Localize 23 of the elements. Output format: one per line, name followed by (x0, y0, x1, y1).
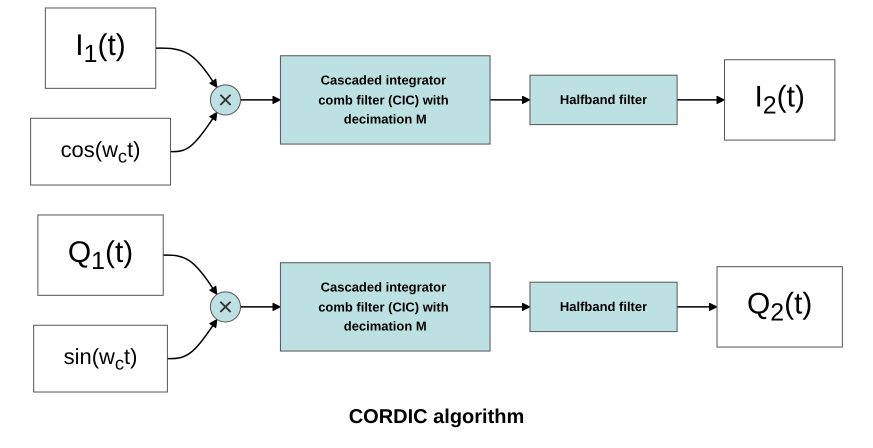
arrow (240, 302, 281, 312)
arrow (163, 254, 218, 295)
arrow (490, 96, 530, 104)
arrow (170, 112, 218, 152)
arrow (167, 318, 218, 360)
arrow (156, 47, 218, 88)
node-box: I$_{2}$(t) (724, 59, 836, 141)
node-box: Q$_{2}$(t) (716, 266, 843, 348)
arrow (490, 302, 530, 312)
arrow (677, 302, 718, 312)
arrow (240, 96, 281, 104)
node-box: Halfband filter (529, 282, 678, 332)
node-box: Cascaded integrator comb filter (CIC) with decimation M (280, 55, 491, 145)
node-box: cos(w$_{c}$t) (30, 118, 171, 186)
node-circle: × (210, 84, 241, 116)
node-box: Q$_{1}$(t) (37, 214, 164, 296)
node-box: Halfband filter (529, 74, 678, 126)
node-box: I$_{1}$(t) (44, 7, 156, 89)
node-box: Cascaded integrator comb filter (CIC) with decimation M (280, 262, 491, 352)
diagram-caption: CORDIC algorithm (348, 406, 524, 429)
node-box: sin(w$_{c}$t) (33, 324, 168, 393)
arrow (677, 96, 725, 104)
node-circle: × (210, 291, 241, 322)
